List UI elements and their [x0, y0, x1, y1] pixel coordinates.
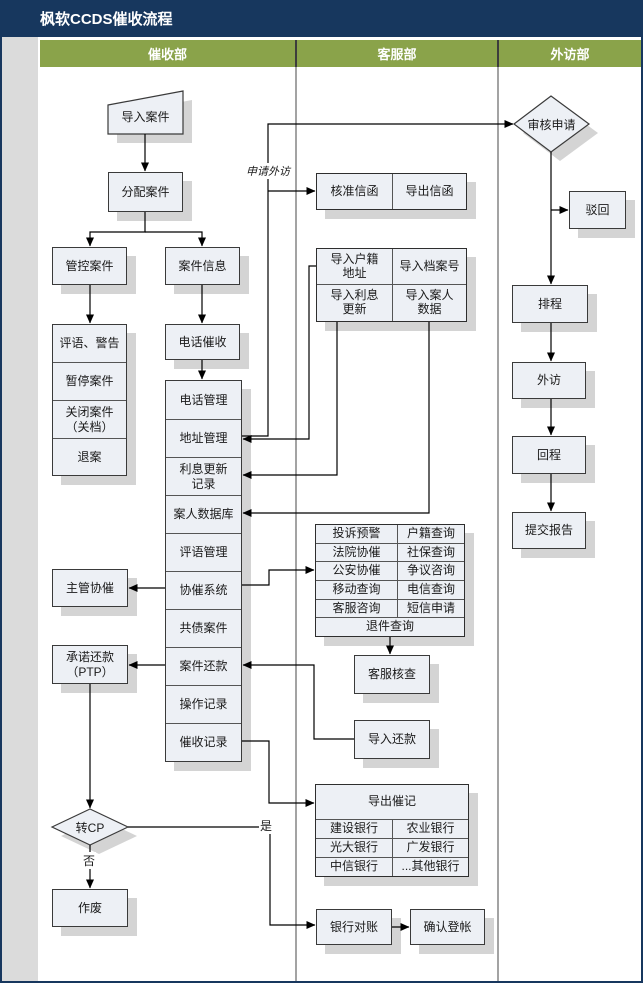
- node-return-query: 退件查询: [316, 618, 464, 636]
- node-telecom-query: 电信查询: [398, 580, 464, 599]
- node-complaint-alert: 投诉预警: [316, 525, 397, 543]
- stack-item-case-repay: 案件还款: [166, 647, 241, 685]
- node-schedule: 排程: [512, 285, 588, 323]
- node-bank-gdb: 广发银行: [393, 839, 468, 857]
- page-title: 枫软CCDS催收流程: [40, 11, 173, 28]
- node-bank-ccb: 建设银行: [316, 820, 392, 838]
- node-import-interest: 导入利息 更新: [317, 285, 392, 321]
- stack-item-debtor-db: 案人数据库: [166, 495, 241, 533]
- node-import-debtor-data: 导入案人 数据: [393, 285, 466, 321]
- stack-item-phone-mgmt: 电话管理: [179, 392, 228, 407]
- node-void: 作废: [52, 889, 128, 927]
- stack-item-interest-update: 利息更新 记录: [166, 457, 241, 495]
- stack-item-collect-record: 催收记录: [166, 723, 241, 761]
- stack-item-review-mgmt: 评语管理: [166, 533, 241, 571]
- stack-item-address-mgmt: 地址管理: [166, 419, 241, 457]
- export-record-grid: 导出催记 建设银行 农业银行 光大银行 广发银行 中信银行 ...其他银行: [315, 784, 469, 877]
- stack-item-operation-log: 操作记录: [166, 685, 241, 723]
- stack-item-close-case: 关闭案件 （关档）: [53, 400, 126, 438]
- lane-divider-1: [295, 67, 297, 981]
- stack-item-assist-system: 协催系统: [166, 571, 241, 609]
- node-social-query: 社保查询: [398, 543, 464, 562]
- title-bar: 枫软CCDS催收流程: [2, 2, 641, 37]
- lane-header-field: 外访部: [499, 40, 641, 67]
- node-service-check: 客服核查: [354, 655, 430, 694]
- node-reject: 驳回: [569, 191, 626, 229]
- node-bank-other: ...其他银行: [393, 858, 468, 876]
- node-import-repay: 导入还款: [354, 720, 430, 759]
- node-return-trip: 回程: [512, 436, 586, 474]
- edge-label-no: 否: [82, 852, 97, 869]
- node-court-assist: 法院协催: [316, 543, 397, 562]
- node-supervisor-assist: 主管协催: [52, 569, 128, 607]
- node-visit: 外访: [512, 362, 586, 399]
- node-sms-apply: 短信申请: [398, 599, 464, 618]
- node-review-apply-decision: 审核申请: [527, 117, 576, 132]
- node-bank-citic: 中信银行: [316, 858, 392, 876]
- node-import-case: 导入案件: [121, 109, 170, 124]
- shape-shadows: [61, 100, 598, 854]
- letter-grid: 核准信函 导出信函: [316, 173, 467, 210]
- control-case-stack: 评语、警告 暂停案件 关闭案件 （关档） 退案: [52, 324, 127, 476]
- node-household-query: 户籍查询: [398, 525, 464, 543]
- left-margin-strip: [2, 37, 40, 981]
- edge-label-apply-visit: 申请外访: [245, 163, 291, 179]
- node-dispute-consult: 争议咨询: [398, 562, 464, 580]
- lane-header-service: 客服部: [297, 40, 497, 67]
- node-import-file-no: 导入档案号: [393, 249, 466, 284]
- node-to-cp-decision: 转CP: [75, 820, 105, 835]
- node-submit-report: 提交报告: [512, 512, 586, 549]
- node-assign-case: 分配案件: [108, 172, 183, 212]
- node-export-letter: 导出信函: [393, 174, 466, 209]
- lane-header-collection: 催收部: [40, 40, 295, 67]
- node-bank-abc: 农业银行: [393, 820, 468, 838]
- import-data-grid: 导入户籍 地址 导入档案号 导入利息 更新 导入案人 数据: [316, 248, 467, 322]
- query-service-grid: 投诉预警 户籍查询 法院协催 社保查询 公安协催 争议咨询 移动查询 电信查询 …: [315, 524, 465, 637]
- edge-label-yes: 是: [259, 817, 274, 834]
- node-bank-reconcile: 银行对账: [316, 909, 392, 945]
- stack-item-return-case: 退案: [53, 438, 126, 475]
- stack-item-review-warning: 评语、警告: [59, 336, 120, 351]
- stack-item-pause-case: 暂停案件: [53, 362, 126, 400]
- node-police-assist: 公安协催: [316, 562, 397, 580]
- main-function-stack: 电话管理 地址管理 利息更新 记录 案人数据库 评语管理 协催系统 共债案件 案…: [165, 380, 242, 762]
- lane-divider-2: [497, 67, 499, 981]
- stack-item-joint-debt: 共债案件: [166, 609, 241, 647]
- node-export-record: 导出催记: [316, 785, 468, 819]
- node-bank-ceb: 光大银行: [316, 839, 392, 857]
- node-phone-collect: 电话催收: [165, 324, 240, 360]
- node-case-info: 案件信息: [165, 247, 240, 285]
- node-control-case: 管控案件: [52, 247, 127, 285]
- node-confirm-post: 确认登帐: [410, 909, 485, 945]
- node-approve-letter: 核准信函: [317, 174, 392, 209]
- node-service-consult: 客服咨询: [316, 599, 397, 618]
- node-import-household-addr: 导入户籍 地址: [317, 249, 392, 284]
- node-promise-repay: 承诺还款 （PTP）: [52, 645, 128, 684]
- node-mobile-query: 移动查询: [316, 580, 397, 599]
